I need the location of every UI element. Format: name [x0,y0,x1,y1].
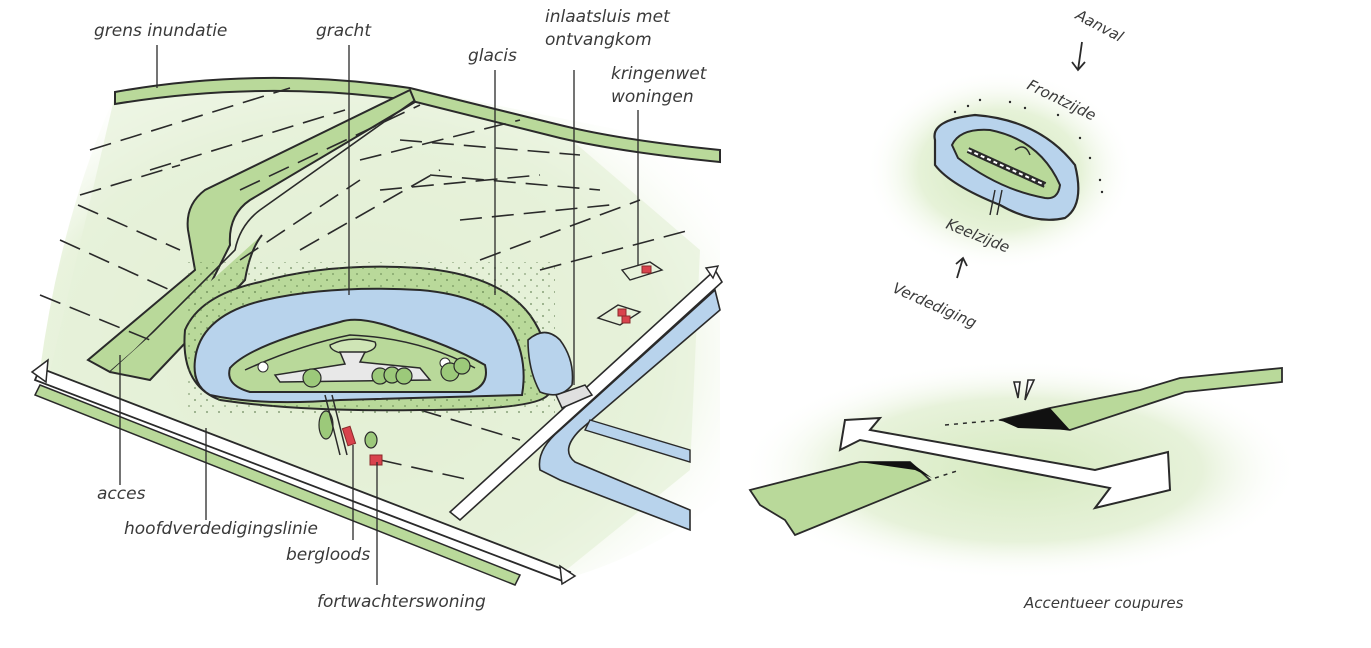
leader-lines [119,45,639,585]
label-gracht: gracht [316,21,371,41]
aanval-arrow-icon [1071,41,1086,72]
left-fort-diagram [30,45,724,586]
kringenwet-houses [617,265,652,324]
fortwachterswoning-icon [369,454,383,466]
label-kringenwet-line1: kringenwet [611,64,707,84]
label-inlaatsluis-line1: inlaatsluis met [545,7,670,27]
coupure-arrow [838,416,1172,510]
ontvangkom-water [527,331,574,396]
label-acces: acces [97,484,146,504]
parcel-lines [39,87,691,481]
verdediging-arrow-icon [955,256,968,279]
label-bergloods: bergloods [286,545,371,565]
label-grens-inundatie: grens inundatie [94,21,228,41]
hoofdverdedigingslinie-dike [33,384,522,586]
accent-mark-icon [1012,379,1036,401]
bergloods-icon [341,425,357,447]
label-kringenwet-line2: woningen [611,87,694,107]
fort-orientation-diagram [865,41,1135,279]
frontzijde-dots [953,98,1104,194]
grens-inundatie-dike [114,76,721,164]
label-fortwachterswoning: fortwachterswoning [317,592,486,612]
label-hoofdverdedigingslinie: hoofdverdedigingslinie [124,519,318,539]
coupure-diagram [740,360,1300,580]
trees [302,357,471,449]
inlaatsluis [554,384,594,409]
coupure-dike-right [999,367,1283,431]
caption-accentueer-coupures: Accentueer coupures [1024,594,1184,612]
label-inlaatsluis-line2: ontvangkom [545,30,652,50]
canal [538,288,721,532]
label-glacis: glacis [468,46,517,66]
